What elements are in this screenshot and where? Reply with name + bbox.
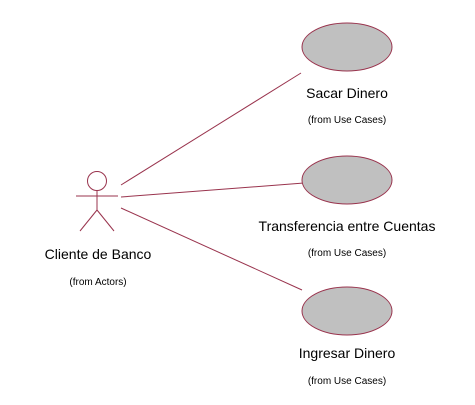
use-case-package-transferencia: (from Use Cases) xyxy=(307,248,387,259)
actor-stick-figure-icon[interactable] xyxy=(76,171,118,232)
use-case-transferencia-entre-cuentas[interactable] xyxy=(301,155,393,205)
use-case-package-sacar-dinero: (from Use Cases) xyxy=(307,115,387,126)
use-case-sacar-dinero[interactable] xyxy=(301,22,393,72)
use-case-name-transferencia: Transferencia entre Cuentas xyxy=(258,218,436,234)
use-case-ingresar-dinero[interactable] xyxy=(301,286,393,336)
actor-package: (from Actors) xyxy=(69,277,127,288)
association-transferencia[interactable] xyxy=(120,182,305,198)
use-case-name-ingresar-dinero: Ingresar Dinero xyxy=(298,345,396,361)
association-sacar-dinero[interactable] xyxy=(120,72,302,186)
use-case-name-sacar-dinero: Sacar Dinero xyxy=(306,85,388,101)
association-ingresar-dinero[interactable] xyxy=(120,207,303,291)
use-case-package-ingresar-dinero: (from Use Cases) xyxy=(307,376,387,387)
actor-name: Cliente de Banco xyxy=(44,246,152,262)
